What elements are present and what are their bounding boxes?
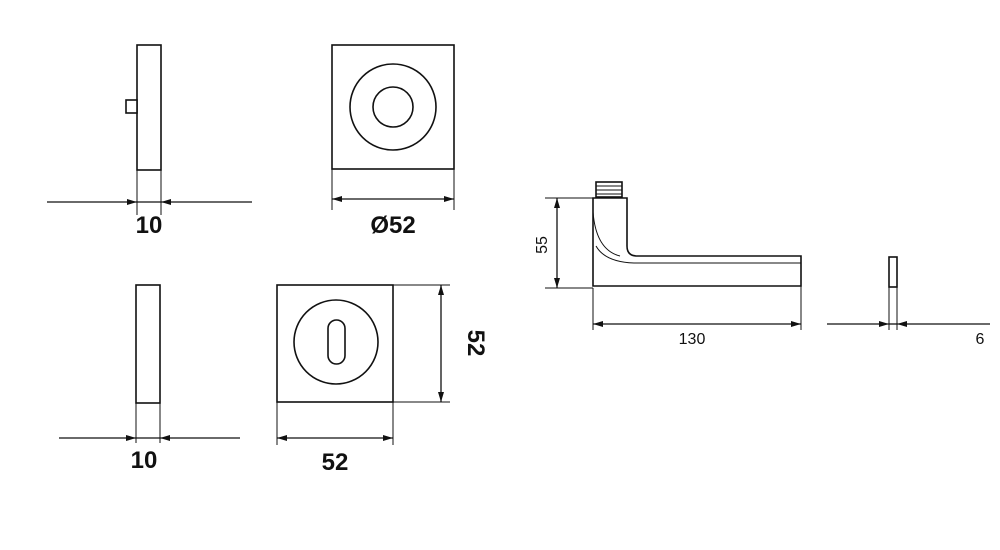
rose-side-thickness-label: 10 <box>136 212 163 239</box>
handle-length-label: 130 <box>679 331 706 348</box>
handle-lever-body <box>592 197 802 287</box>
handle-height-label: 55 <box>534 236 551 254</box>
rose-inner-ring <box>372 86 414 128</box>
handle-end-thickness-label: 6 <box>976 331 985 348</box>
escutcheon-side-view: 10 <box>59 284 240 474</box>
rose-side-spindle-stub <box>125 99 138 114</box>
escutcheon-height-label: 52 <box>462 330 489 357</box>
escutcheon-width-label: 52 <box>322 449 349 476</box>
rose-front-view: Ø52 <box>331 44 455 239</box>
handle-lever-inner-curve <box>592 211 801 264</box>
handle-side-view: 55 130 <box>534 181 802 348</box>
escutcheon-front-view: 52 52 <box>276 284 489 476</box>
keyhole-slot <box>327 319 346 365</box>
handle-end-profile <box>888 256 898 288</box>
escutcheon-side-plate <box>135 284 161 404</box>
escutcheon-side-thickness-label: 10 <box>131 447 158 474</box>
rose-side-plate <box>136 44 162 171</box>
handle-end-view: 6 <box>827 256 990 348</box>
rose-diameter-label: Ø52 <box>370 212 415 239</box>
rose-side-view: 10 <box>47 44 252 239</box>
